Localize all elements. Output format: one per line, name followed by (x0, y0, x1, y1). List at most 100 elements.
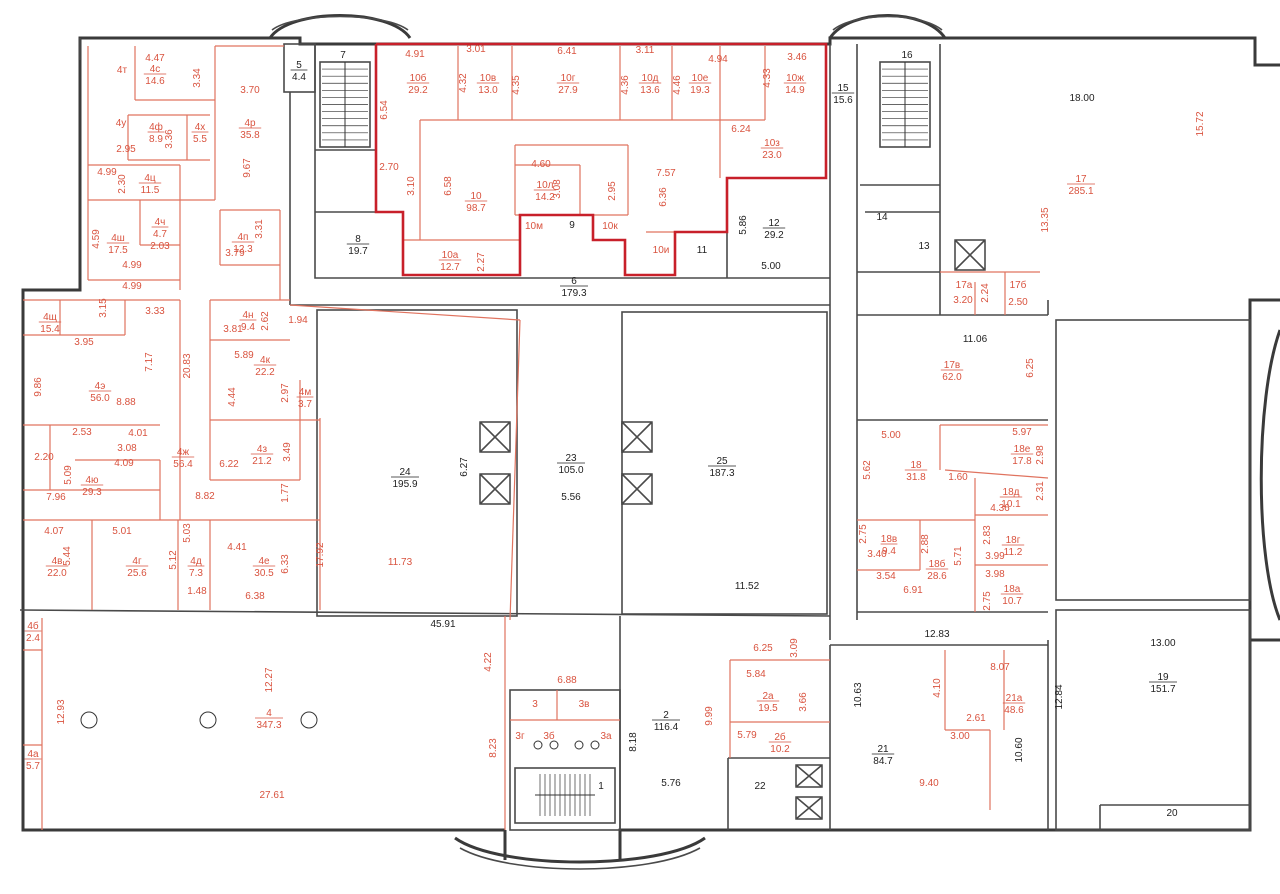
room-number: 19 (1157, 672, 1169, 683)
room-number: 23 (565, 453, 577, 464)
room-label-room-1: 1 (598, 781, 604, 792)
dimension-label: 5.76 (661, 778, 681, 789)
staircase-icon (514, 767, 616, 824)
dimension-label: 6.58 (443, 176, 454, 196)
room-area: 14.6 (145, 76, 165, 87)
dimension-label: 5.89 (234, 350, 254, 361)
dimension-label: 3.20 (953, 295, 973, 306)
room-number: 24 (399, 467, 411, 478)
dimension-label: 5.86 (738, 215, 749, 235)
highlighted-zone-10 (374, 42, 828, 277)
dimension-label: 3.34 (192, 68, 203, 88)
room-number: 4р (244, 118, 256, 129)
room-number: 3 (532, 699, 538, 710)
room-area: 19.3 (690, 85, 710, 96)
room-number: 10м (525, 221, 543, 232)
room-area: 98.7 (466, 203, 486, 214)
dimension-label: 8.88 (116, 397, 136, 408)
room-label-room-3b: 3б (543, 730, 555, 742)
room-label-room-14: 14 (876, 212, 888, 223)
room-number: 21 (877, 744, 889, 755)
room-area: 285.1 (1068, 186, 1093, 197)
room-area: 28.6 (927, 571, 947, 582)
dimension-label: 11.73 (388, 557, 413, 568)
dimension-label: 5.71 (953, 546, 964, 566)
room-label-room-11: 11 (697, 245, 708, 256)
room-number: 20 (1166, 808, 1178, 819)
room-area: 19.5 (758, 703, 778, 714)
dimension-label: 7.57 (656, 168, 676, 179)
dimension-label: 4.99 (122, 260, 142, 271)
room-area: 15.6 (833, 95, 853, 106)
dimension-label: 2.70 (379, 162, 399, 173)
room-number: 4ц (144, 173, 156, 184)
room-number: 3г (515, 731, 525, 742)
dimension-label: 3.81 (223, 324, 243, 335)
room-area: 116.4 (654, 722, 679, 733)
dimension-label: 8.07 (990, 662, 1010, 673)
dimension-label: 4.99 (97, 167, 117, 178)
dimension-label: 8.82 (195, 491, 215, 502)
dimension-label: 6.25 (753, 643, 773, 654)
dimension-label: 4.44 (227, 387, 238, 407)
dimension-label: 11.06 (963, 334, 988, 345)
room-number: 4т (117, 65, 128, 76)
room-area: 4.4 (292, 72, 306, 83)
room-area: 13.0 (478, 85, 498, 96)
dimension-label: 4.60 (531, 159, 551, 170)
room-number: 4б (27, 620, 39, 632)
room-number: 14 (876, 212, 888, 223)
room-area: 347.3 (256, 720, 281, 731)
dimension-label: 9.86 (33, 377, 44, 397)
dimension-label: 3.99 (985, 551, 1005, 562)
room-area: 11.5 (141, 185, 160, 196)
room-label-room-8: 819.7 (346, 234, 370, 257)
dimension-label: 3.33 (145, 306, 165, 317)
room-area: 25.6 (127, 568, 147, 579)
elevator-shaft-icon (621, 421, 653, 453)
dimension-label: 9.99 (704, 706, 715, 726)
room-number: 4ф (149, 121, 163, 133)
room-label-room-4u: 4у (116, 118, 127, 129)
room-label-room-10m: 10м (525, 221, 543, 232)
room-number: 8 (355, 234, 361, 245)
room-number: 18а (1004, 584, 1021, 595)
room-label-room-3v: 3в (579, 699, 590, 710)
room-number: 4у (116, 118, 127, 129)
room-number: 4 (266, 708, 272, 719)
dimension-label: 2.61 (966, 713, 986, 724)
dimension-label: 5.44 (62, 546, 73, 566)
dimension-label: 3.54 (876, 571, 896, 582)
room-number: 17в (944, 360, 960, 371)
room-label-room-17a: 17а (956, 280, 973, 291)
dimension-label: 2.31 (1035, 481, 1046, 501)
room-area: 29.2 (408, 85, 428, 96)
dimension-label: 2.95 (116, 144, 136, 155)
room-area: 17.5 (108, 245, 128, 256)
dimension-label: 3.66 (798, 692, 809, 712)
dimension-label: 2.50 (1008, 297, 1028, 308)
room-number: 3в (579, 699, 590, 710)
room-area: 151.7 (1150, 684, 1175, 695)
elevator-shaft-icon (621, 473, 653, 505)
room-number: 9 (569, 220, 575, 231)
dimension-label: 2.20 (34, 452, 54, 463)
dimension-label: 3.46 (787, 52, 807, 63)
dimension-label: 3.08 (117, 443, 137, 454)
elevators (479, 239, 986, 820)
room-label-room-3a: 3а (600, 731, 612, 742)
dimension-label: 2.83 (982, 525, 993, 545)
